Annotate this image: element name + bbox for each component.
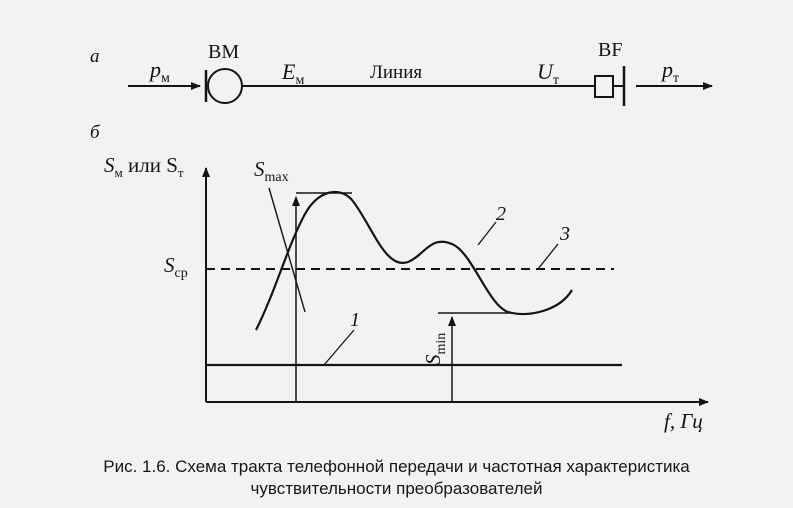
curve-2-number: 2 xyxy=(496,203,506,225)
microphone-label: ВМ xyxy=(208,41,239,63)
figure-caption-line-1: Рис. 1.6. Схема тракта телефонной переда… xyxy=(103,457,690,476)
x-axis-label: f, Гц xyxy=(664,409,703,433)
part-a-label: а xyxy=(90,46,100,67)
s-average-label: Sср xyxy=(164,253,188,281)
sensitivity-chart: б Sм или Sт f, Гц 1 2 3 Sср Smax Smin xyxy=(90,122,709,433)
curve-2 xyxy=(255,190,573,331)
curve-3-leader xyxy=(537,243,559,270)
microphone-symbol xyxy=(207,68,243,104)
part-b-label: б xyxy=(90,122,101,143)
voltage-label: Uт xyxy=(537,59,559,88)
s-max-leader xyxy=(268,187,306,313)
emf-label: Eм xyxy=(281,59,304,88)
speaker-label: BF xyxy=(598,39,622,61)
transmission-scheme: а pм ВМ Eм Линия Uт BF pт xyxy=(90,39,713,106)
curve-3-number: 3 xyxy=(559,223,570,245)
s-max-label: Smax xyxy=(254,157,289,185)
figure-caption-line-2: чувствительности преобразователей xyxy=(250,479,543,498)
line-label: Линия xyxy=(370,62,422,83)
y-axis-label: Sм или Sт xyxy=(104,153,184,180)
s-min-label: Smin xyxy=(421,333,449,365)
curve-2-leader xyxy=(477,221,497,246)
input-pressure-label: pм xyxy=(148,57,170,86)
curve-1-leader xyxy=(323,329,355,366)
speaker-symbol xyxy=(594,75,614,98)
curve-1-number: 1 xyxy=(350,309,360,331)
output-pressure-label: pт xyxy=(660,57,679,86)
